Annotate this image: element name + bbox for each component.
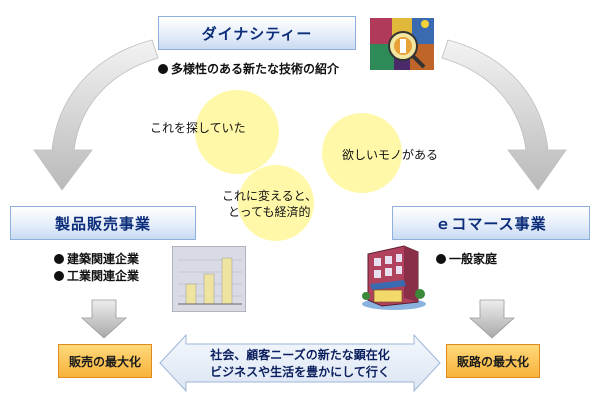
bullet-dot (54, 254, 64, 264)
right-bullet-1-text: 一般家庭 (449, 252, 498, 266)
right-curved-arrow (441, 39, 567, 191)
bubble-text-bottom-1: これに変えると、 (222, 189, 318, 203)
left-curved-arrow (33, 39, 159, 191)
storefront-image (362, 245, 426, 310)
bubble-text-bottom-2: とっても経済的 (228, 205, 311, 219)
bubble-circle-left (195, 90, 279, 174)
top-title-box: ダイナシティー (158, 16, 356, 50)
bubble-text-right: 欲しいモノがある (342, 148, 439, 162)
left-down-arrow (80, 299, 128, 339)
left-title-text: 製品販売事業 (54, 214, 151, 233)
left-bullet-2: 工業関連企業 (54, 267, 139, 284)
bar-chart-image (172, 246, 246, 312)
bottom-arrow-line-2: ビジネスや生活を豊かにして行く (210, 365, 390, 379)
right-title-text: ｅコマース事業 (435, 214, 547, 233)
left-bullet-1-text: 建築関連企業 (67, 252, 140, 266)
right-down-arrow (468, 299, 516, 339)
left-bullet-1: 建築関連企業 (54, 250, 139, 267)
top-collage-image (370, 18, 434, 70)
bubble-circle-bottom (238, 165, 314, 241)
top-title-text: ダイナシティー (201, 24, 313, 43)
right-result-box: 販路の最大化 (446, 344, 540, 378)
left-bullet-2-text: 工業関連企業 (67, 269, 140, 283)
bottom-arrow-line-1: 社会、顧客ニーズの新たな顕在化 (210, 348, 390, 362)
bullet-dot (436, 254, 446, 264)
right-title-box: ｅコマース事業 (392, 206, 590, 240)
right-bullet-1: 一般家庭 (436, 250, 497, 267)
left-title-box: 製品販売事業 (10, 206, 196, 240)
left-result-box: 販売の最大化 (58, 344, 152, 378)
bullet-dot (54, 271, 64, 281)
top-bullet: 多様性のある新たな技術の紹介 (158, 60, 339, 77)
bubble-text-left: これを探していた (150, 121, 246, 135)
bullet-dot (158, 64, 168, 74)
top-bullet-text: 多様性のある新たな技術の紹介 (171, 62, 340, 76)
double-headed-arrow (159, 333, 441, 393)
left-result-text: 販売の最大化 (68, 354, 141, 369)
right-result-text: 販路の最大化 (456, 354, 529, 369)
bubble-circle-right (322, 113, 402, 193)
